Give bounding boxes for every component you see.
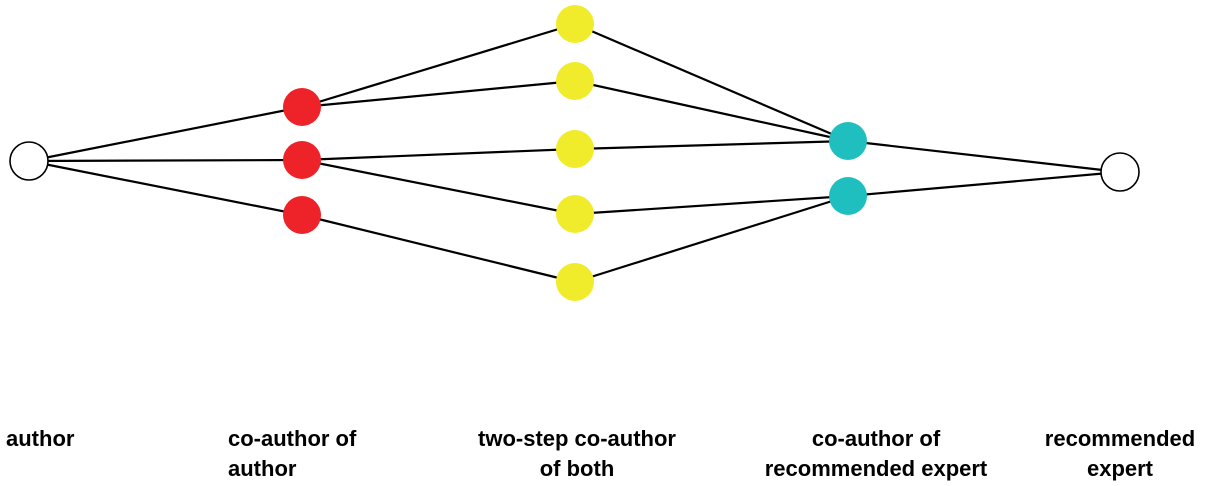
label-recommended-expert: recommended expert — [1030, 424, 1207, 484]
network-graph — [9, 5, 1140, 301]
edge-y5-t2 — [574, 194, 849, 284]
coauthor-of-author-node — [283, 196, 321, 234]
label-coauthor-of-recommended-line-2: recommended expert — [764, 456, 988, 481]
edge-r2-y3 — [301, 147, 576, 162]
label-coauthor-of-recommended-line-1: co-author of — [811, 426, 941, 451]
two-step-coauthor-node — [556, 263, 594, 301]
edge-y1-t1 — [574, 22, 849, 143]
coauthor-of-author-node — [283, 141, 321, 179]
coauthor-of-recommended-node — [829, 122, 867, 160]
edge-y3-t1 — [574, 139, 849, 151]
label-coauthor-of-author: co-author of author — [228, 424, 356, 484]
label-author-line-1: author — [6, 426, 75, 451]
edge-author-r2 — [28, 158, 303, 163]
author-node — [9, 141, 49, 181]
edge-y2-t1 — [574, 79, 849, 143]
label-two-step-coauthor-line-2: of both — [539, 456, 615, 481]
edge-t2-rec — [847, 170, 1121, 198]
two-step-coauthor-node — [556, 195, 594, 233]
edge-y4-t2 — [574, 194, 849, 216]
label-coauthor-of-author-line-1: co-author of — [228, 426, 357, 451]
two-step-coauthor-node — [556, 5, 594, 43]
label-coauthor-of-recommended: co-author of recommended expert — [746, 424, 1006, 484]
edge-t1-rec — [847, 139, 1121, 174]
label-coauthor-of-author-line-2: author — [228, 456, 297, 481]
label-recommended-expert-line-2: expert — [1086, 456, 1154, 481]
label-two-step-coauthor: two-step co-author of both — [462, 424, 692, 484]
two-step-coauthor-node — [556, 130, 594, 168]
edges-group — [28, 22, 1121, 284]
edge-r3-y5 — [301, 213, 576, 284]
coauthor-of-author-node — [283, 88, 321, 126]
label-author: author — [6, 424, 74, 454]
nodes-group — [9, 5, 1140, 301]
label-recommended-expert-line-1: recommended — [1044, 426, 1196, 451]
edge-r1-y1 — [301, 22, 576, 109]
recommended-expert-node — [1100, 152, 1140, 192]
two-step-coauthor-node — [556, 62, 594, 100]
edge-r2-y4 — [301, 158, 576, 216]
label-two-step-coauthor-line-1: two-step co-author — [478, 426, 676, 451]
edge-author-r3 — [28, 159, 303, 217]
coauthor-of-recommended-node — [829, 177, 867, 215]
edge-r1-y2 — [301, 79, 576, 109]
edge-author-r1 — [28, 105, 303, 163]
